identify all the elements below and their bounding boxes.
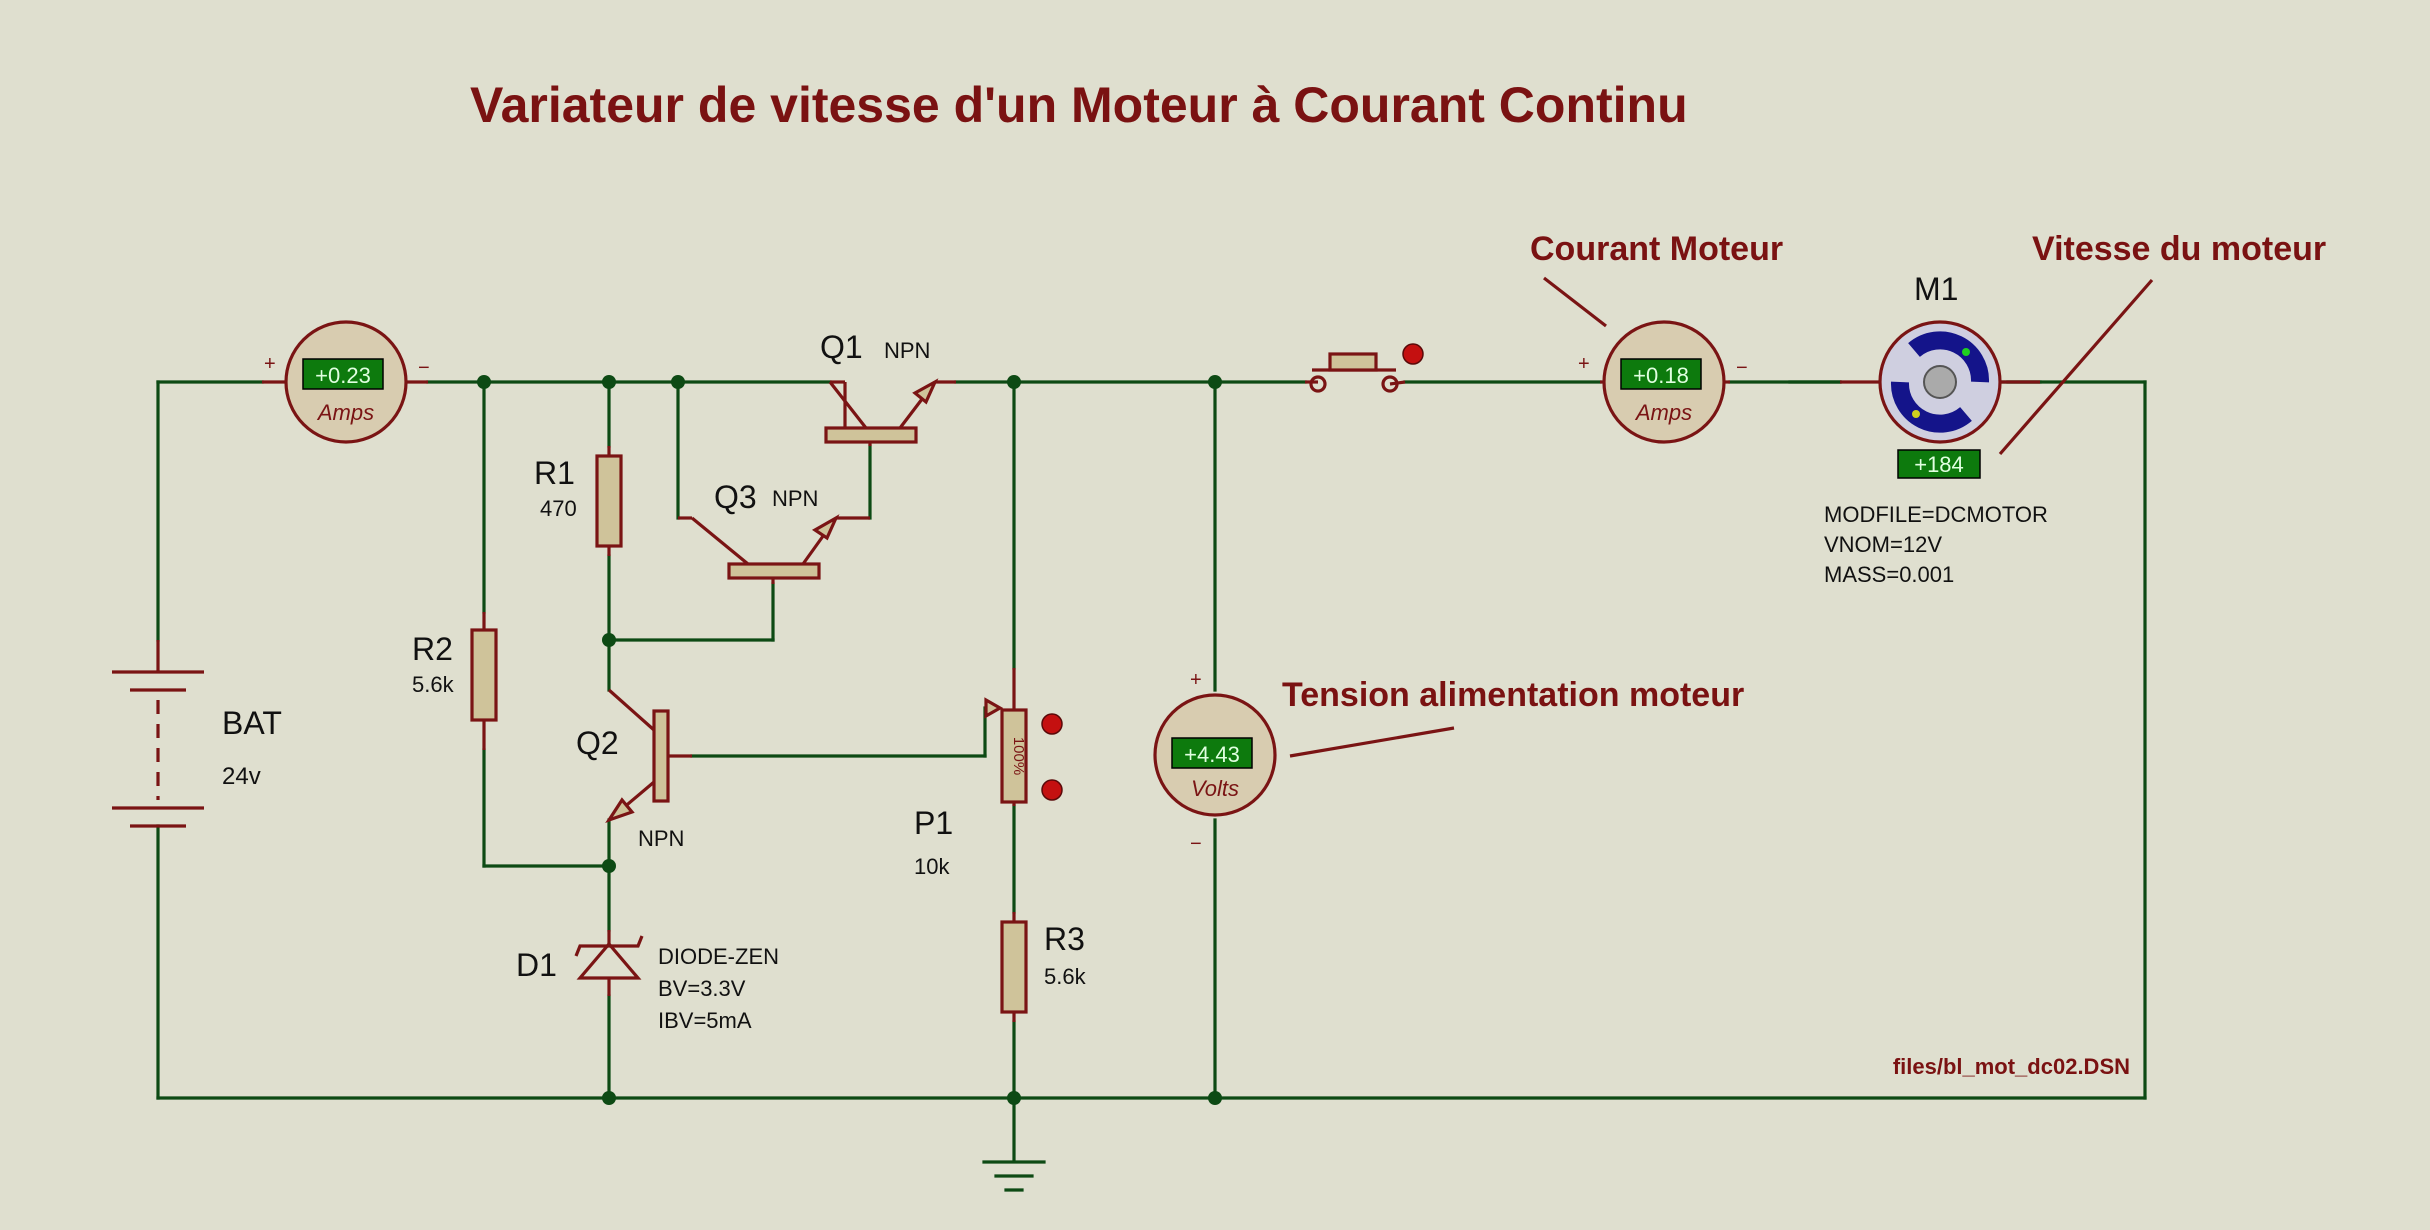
page-title: Variateur de vitesse d'un Moteur à Coura… [470, 77, 1688, 133]
r2-value: 5.6k [412, 672, 455, 697]
speed-annotation-leader [1998, 278, 2154, 456]
motor-rotor-icon [1908, 331, 1990, 383]
transistor-q3[interactable]: Q3 NPN [678, 479, 870, 584]
ammeter-motor-reading: +0.18 [1633, 363, 1689, 388]
dc-motor-m1[interactable]: +184 M1 MODFILE=DCMOTOR VNOM=12V MASS=0.… [1824, 271, 2048, 587]
ammeter-motor[interactable]: +0.18 Amps + − [1578, 320, 1748, 444]
wires [156, 380, 2147, 1162]
p1-wiper-position: 100% [1010, 737, 1027, 775]
ground-symbol [982, 1160, 1046, 1192]
motor-speed-reading: +184 [1914, 452, 1964, 477]
zener-diode-d1[interactable]: D1 DIODE-ZEN BV=3.3V IBV=5mA [516, 930, 779, 1033]
p1-value: 10k [914, 854, 950, 879]
r1-value: 470 [540, 496, 577, 521]
r2-ref: R2 [412, 631, 453, 667]
file-name-label: files/bl_mot_dc02.DSN [1893, 1054, 2130, 1079]
resistor-r2[interactable]: R2 5.6k [412, 612, 498, 750]
current-annotation: Courant Moteur [1530, 230, 1783, 268]
r3-ref: R3 [1044, 921, 1085, 957]
resistor-r1[interactable]: R1 470 [534, 446, 623, 556]
potentiometer-p1[interactable]: 100% P1 10k [914, 668, 1063, 879]
ammeter-supply-minus: − [418, 357, 430, 379]
q1-type: NPN [884, 338, 930, 363]
decrement-button[interactable] [1041, 779, 1063, 801]
ammeter-supply-plus: + [264, 353, 276, 375]
q2-type: NPN [638, 826, 684, 851]
battery-value: 24v [222, 763, 261, 790]
q2-ref: Q2 [576, 725, 619, 761]
junctions [477, 375, 1222, 1105]
transistor-q1[interactable]: Q1 NPN [820, 329, 956, 446]
p1-ref: P1 [914, 805, 953, 841]
ammeter-motor-unit: Amps [1634, 400, 1692, 425]
switch-toggle-button[interactable] [1402, 343, 1424, 365]
voltmeter-motor[interactable]: +4.43 Volts + − [1153, 669, 1277, 855]
push-switch[interactable] [1305, 343, 1424, 393]
ammeter-supply[interactable]: +0.23 Amps + − [262, 320, 430, 444]
voltmeter-plus: + [1190, 669, 1202, 691]
ammeter-motor-minus: − [1736, 357, 1748, 379]
d1-param: DIODE-ZEN [658, 944, 779, 969]
motor-param: VNOM=12V [1824, 532, 1942, 557]
voltage-annotation-leader [1289, 726, 1455, 758]
q3-type: NPN [772, 486, 818, 511]
speed-annotation: Vitesse du moteur [2032, 230, 2326, 268]
voltmeter-reading: +4.43 [1184, 742, 1240, 767]
r3-value: 5.6k [1044, 964, 1087, 989]
voltmeter-unit: Volts [1191, 776, 1239, 801]
transistor-q2[interactable]: Q2 NPN [576, 688, 692, 851]
resistor-r3[interactable]: R3 5.6k [1000, 912, 1087, 1022]
ammeter-motor-plus: + [1578, 353, 1590, 375]
q1-ref: Q1 [820, 329, 863, 365]
d1-param: IBV=5mA [658, 1008, 752, 1033]
current-annotation-leader [1543, 276, 1607, 328]
increment-button[interactable] [1041, 713, 1063, 735]
voltage-annotation: Tension alimentation moteur [1282, 676, 1744, 714]
battery-ref: BAT [222, 705, 282, 741]
d1-ref: D1 [516, 947, 557, 983]
voltmeter-minus: − [1190, 833, 1202, 855]
r1-ref: R1 [534, 455, 575, 491]
q3-ref: Q3 [714, 479, 757, 515]
motor-ref: M1 [1914, 271, 1958, 307]
ammeter-supply-unit: Amps [316, 400, 374, 425]
ammeter-supply-reading: +0.23 [315, 363, 371, 388]
d1-param: BV=3.3V [658, 976, 746, 1001]
battery[interactable]: BAT 24v [112, 640, 282, 828]
motor-param: MODFILE=DCMOTOR [1824, 502, 2048, 527]
motor-param: MASS=0.001 [1824, 562, 1954, 587]
